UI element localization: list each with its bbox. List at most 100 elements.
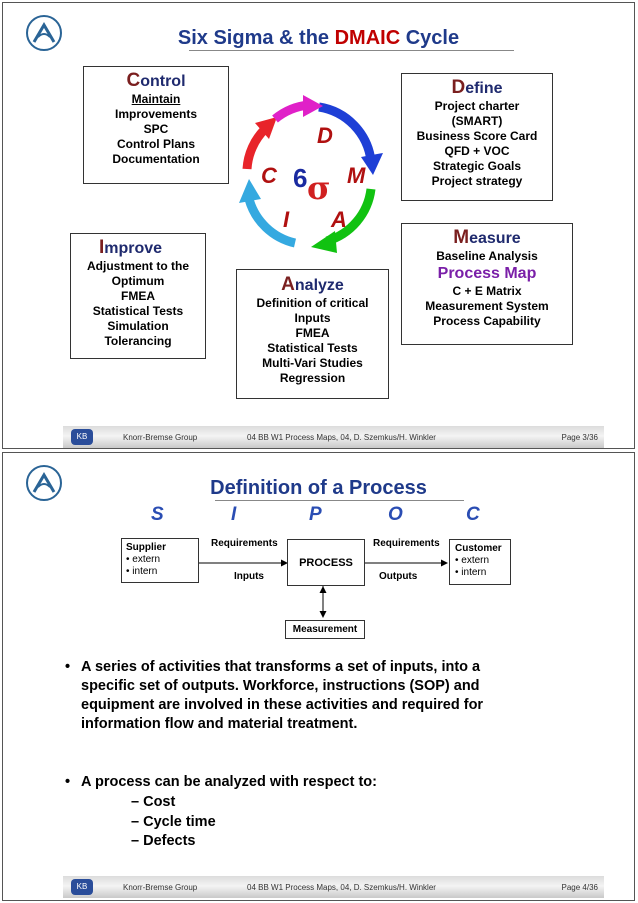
improve-item: Adjustment to the	[87, 259, 189, 273]
improve-box: Improve Adjustment to the Optimum FMEA S…	[70, 233, 206, 359]
slide-footer: KB Knorr-Bremse Group 04 BB W1 Process M…	[63, 426, 604, 448]
dmaic-cycle: D M A I C 6 σ	[239, 95, 383, 253]
control-item: Improvements	[114, 107, 198, 121]
define-item: QFD + VOC	[444, 144, 510, 158]
bullet-line: A series of activities that transforms a…	[81, 659, 481, 675]
supplier-title: Supplier	[126, 542, 167, 553]
improve-item: Optimum	[111, 274, 165, 288]
sub-item: – Cost	[131, 794, 176, 810]
cycle-letter-m: M	[347, 163, 366, 188]
improve-item: Statistical Tests	[92, 304, 184, 318]
supplier-box: Supplier • extern • intern	[121, 538, 199, 583]
slide-process-definition: Definition of a Process S I P O C Suppli…	[2, 452, 635, 901]
sipoc-connectors	[199, 559, 448, 618]
cycle-arrow-define-to-measure	[318, 102, 376, 162]
control-item: Maintain	[131, 92, 181, 106]
define-item: Project charter	[434, 99, 520, 113]
analyze-item: Statistical Tests	[267, 341, 358, 355]
bullet-dot: •	[65, 659, 71, 675]
company-logo-icon	[26, 465, 62, 501]
analyze-box: Analyze Definition of critical Inputs FM…	[236, 269, 389, 399]
bullet-line: equipment are involved in these activiti…	[81, 697, 484, 713]
requirements-right-label: Requirements	[373, 538, 440, 549]
control-item: SPC	[143, 122, 169, 136]
slide-footer: KB Knorr-Bremse Group 04 BB W1 Process M…	[63, 876, 604, 898]
customer-title: Customer	[455, 543, 502, 554]
cycle-arrow-analyze-to-improve	[244, 197, 297, 248]
footer-logo-icon: KB	[71, 879, 93, 895]
control-heading: Control	[126, 70, 186, 91]
improve-item: Tolerancing	[104, 334, 172, 348]
sipoc-letter: S	[151, 504, 164, 525]
footer-info: 04 BB W1 Process Maps, 04, D. Szemkus/H.…	[247, 883, 436, 892]
sipoc-letter: I	[231, 504, 237, 525]
sub-item: – Defects	[131, 833, 196, 849]
measure-item: Process Capability	[433, 314, 541, 328]
title-divider	[215, 500, 464, 501]
slide-title: Six Sigma & the DMAIC Cycle	[177, 27, 460, 49]
cycle-arrowhead	[239, 179, 261, 203]
sipoc-letter: C	[466, 504, 480, 525]
company-logo-icon	[26, 15, 62, 51]
sub-item: – Cycle time	[131, 814, 216, 830]
bullet-analysis: A process can be analyzed with respect t…	[81, 774, 377, 790]
analyze-item: Regression	[279, 371, 346, 385]
slide-dmaic: Six Sigma & the DMAIC Cycle Control Main…	[2, 2, 635, 449]
inputs-label: Inputs	[234, 571, 264, 582]
footer-org: Knorr-Bremse Group	[123, 883, 198, 892]
analyze-item: Inputs	[294, 311, 331, 325]
analyze-item: Definition of critical	[256, 296, 369, 310]
cycle-arrowhead	[255, 117, 277, 139]
define-box: Define Project charter (SMART) Business …	[401, 73, 553, 201]
control-box: Control Maintain Improvements SPC Contro…	[83, 66, 229, 184]
define-item: Strategic Goals	[432, 159, 522, 173]
define-heading: Define	[451, 77, 503, 98]
analyze-heading: Analyze	[281, 274, 344, 295]
measurement-box: Measurement	[285, 620, 365, 639]
cycle-arrowhead	[303, 95, 323, 117]
measure-heading: Measure	[453, 227, 521, 248]
measure-box: Measure Baseline Analysis Process Map C …	[401, 223, 573, 345]
analyze-item: FMEA	[295, 326, 330, 340]
define-item: Business Score Card	[416, 129, 538, 143]
bullet-dot: •	[65, 774, 71, 790]
measure-item: Baseline Analysis	[436, 249, 538, 263]
supplier-item: • extern	[126, 554, 161, 565]
analyze-item: Multi-Vari Studies	[262, 356, 363, 370]
footer-logo-icon: KB	[71, 429, 93, 445]
improve-item: Simulation	[107, 319, 169, 333]
cycle-arrowhead	[361, 153, 383, 175]
sipoc-letter: O	[388, 504, 403, 525]
improve-heading: Improve	[99, 237, 163, 258]
bullet-process-definition: A series of activities that transforms a…	[81, 658, 581, 734]
improve-item: FMEA	[121, 289, 155, 303]
measure-item: Measurement System	[425, 299, 549, 313]
footer-info: 04 BB W1 Process Maps, 04, D. Szemkus/H.…	[247, 433, 436, 442]
cycle-arrowhead	[311, 231, 337, 253]
requirements-left-label: Requirements	[211, 538, 278, 549]
control-item: Documentation	[112, 152, 200, 166]
cycle-six: 6	[293, 163, 307, 193]
customer-item: • extern	[455, 555, 490, 566]
measure-highlight: Process Map	[437, 265, 537, 282]
bullet-line: specific set of outputs. Workforce, inst…	[81, 678, 480, 694]
cycle-letter-a: A	[330, 207, 347, 232]
slide-title: Definition of a Process	[210, 477, 427, 499]
footer-page: Page 4/36	[561, 883, 598, 892]
measure-item: C + E Matrix	[452, 284, 522, 298]
cycle-letter-d: D	[317, 123, 333, 148]
footer-page: Page 3/36	[561, 433, 598, 442]
define-item: (SMART)	[451, 114, 503, 128]
sipoc-letter: P	[309, 504, 322, 525]
cycle-sigma: σ	[307, 169, 331, 207]
supplier-item: • intern	[126, 566, 158, 577]
define-item: Project strategy	[431, 174, 523, 188]
control-item: Control Plans	[116, 137, 195, 151]
title-divider	[189, 50, 514, 51]
cycle-letter-c: C	[261, 163, 278, 188]
process-box: PROCESS	[287, 539, 365, 586]
customer-item: • intern	[455, 567, 487, 578]
bullet-line: information flow and material treatment.	[81, 716, 358, 732]
footer-org: Knorr-Bremse Group	[123, 433, 198, 442]
outputs-label: Outputs	[379, 571, 418, 582]
